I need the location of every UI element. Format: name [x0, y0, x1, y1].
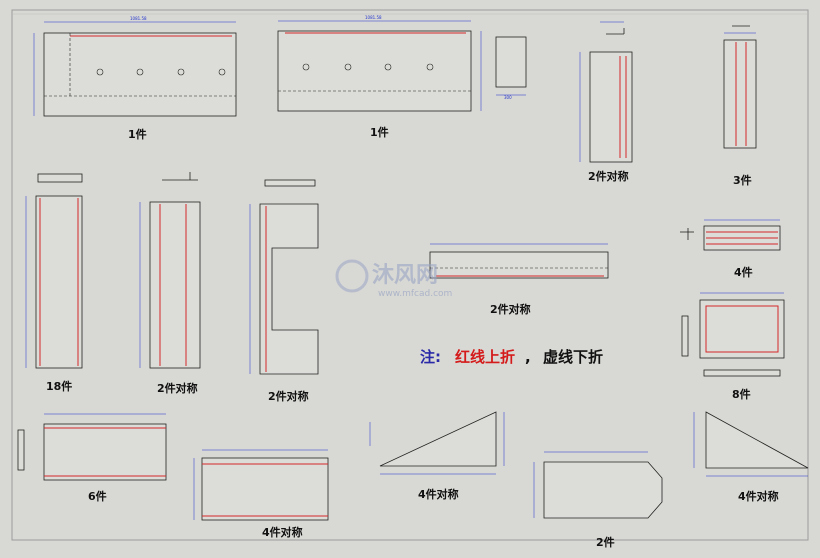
part-2b-outline: [495, 36, 527, 88]
part-3: 2件对称: [579, 21, 633, 183]
part-12-outline: [201, 457, 329, 521]
part-11-side-view: [17, 429, 25, 471]
part-9-qty-label: 4件: [734, 265, 753, 279]
part-6: 2件对称: [139, 172, 201, 395]
part-7-top-view: [264, 179, 316, 187]
part-4: 3件: [723, 25, 757, 187]
part-5: 18件: [25, 173, 83, 393]
part-10-outline: [699, 299, 785, 359]
part-14-outline: [543, 461, 663, 519]
mf-logo-icon: [335, 259, 369, 293]
fold-note-prefix: 注:: [420, 348, 441, 366]
part-15-qty-label: 4件对称: [738, 489, 779, 503]
part-10-qty-label: 8件: [732, 387, 751, 401]
part-5-qty-label: 18件: [46, 379, 72, 393]
part-4-outline: [723, 39, 757, 149]
part-8: 2件对称: [429, 243, 609, 316]
part-10-red-bend: [705, 305, 779, 353]
part-14-qty-label: 2件: [596, 535, 615, 549]
fold-note-black-part: 虚线下折: [543, 348, 603, 366]
part-15-outline: [705, 411, 809, 469]
part-2b-dim-text: 300: [504, 95, 512, 100]
part-2-hole: [426, 63, 434, 71]
part-4-qty-label: 3件: [733, 173, 752, 187]
fold-note-red-part: 红线上折: [455, 348, 515, 366]
part-14: 2件: [533, 451, 663, 549]
part-15: 4件对称: [693, 411, 809, 503]
part-6-qty-label: 2件对称: [157, 381, 198, 395]
part-7: 2件对称: [249, 179, 319, 403]
part-2: 1081.58 1件: [277, 15, 482, 139]
part-6-outline: [149, 201, 201, 369]
part-9: 4件: [680, 219, 781, 279]
part-8-outline: [429, 251, 609, 279]
watermark-url: www.mfcad.com: [378, 289, 452, 299]
part-11-qty-label: 6件: [88, 489, 107, 503]
part-13-outline: [379, 411, 497, 467]
part-10-side-view: [681, 315, 689, 357]
part-2-hole: [344, 63, 352, 71]
part-10: 8件: [681, 292, 785, 401]
part-1-outline: [43, 32, 237, 117]
part-1: 1081.58 1件: [33, 16, 237, 141]
part-3-outline: [589, 51, 633, 163]
part-12-qty-label: 4件对称: [262, 525, 303, 539]
watermark-text: 沐风网: [372, 263, 438, 288]
part-13-qty-label: 4件对称: [418, 487, 459, 501]
part-3-qty-label: 2件对称: [588, 169, 629, 183]
part-1-hole: [218, 68, 226, 76]
part-2-hole: [302, 63, 310, 71]
part-2-qty-label: 1件: [370, 125, 389, 139]
part-10-bottom-view: [703, 369, 781, 377]
part-11: 6件: [17, 413, 167, 503]
part-2-outline: [277, 30, 472, 112]
part-5-top-view: [37, 173, 83, 183]
fold-note: 注: 红线上折 , 虚线下折: [420, 348, 603, 366]
part-1-hole: [177, 68, 185, 76]
part-2-hole: [384, 63, 392, 71]
part-5-outline: [35, 195, 83, 369]
part-1-hole: [136, 68, 144, 76]
part-11-outline: [43, 423, 167, 481]
part-1-dim-text: 1081.58: [130, 16, 147, 21]
fold-note-separator: ,: [525, 348, 531, 366]
part-2b: 300: [495, 36, 527, 100]
watermark: 沐风网 www.mfcad.com: [335, 259, 452, 299]
part-7-qty-label: 2件对称: [268, 389, 309, 403]
part-1-hole: [96, 68, 104, 76]
part-7-outline: [259, 203, 319, 375]
part-8-qty-label: 2件对称: [490, 302, 531, 316]
part-13: 4件对称: [369, 411, 505, 501]
part-1-qty-label: 1件: [128, 127, 147, 141]
part-2-dim-text: 1081.58: [365, 15, 382, 20]
sheet-border: [11, 9, 809, 541]
part-12: 4件对称: [193, 449, 329, 539]
